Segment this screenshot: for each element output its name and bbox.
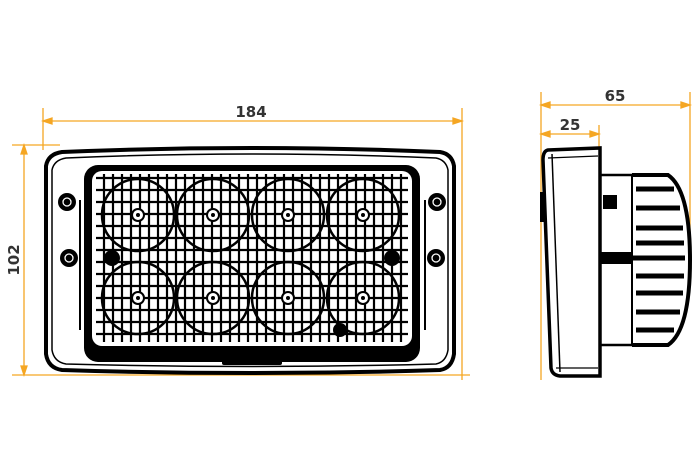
led-8: [325, 260, 401, 336]
dimension-25-label: 25: [560, 116, 581, 134]
led-3: [250, 177, 326, 253]
dimension-65: [538, 92, 693, 380]
screw-icon: [427, 249, 445, 267]
dimension-184-label: 184: [235, 103, 266, 121]
dimension-65-label: 65: [605, 87, 626, 105]
screw-icon: [58, 193, 76, 211]
dimension-102-label: 102: [5, 244, 23, 275]
led-5: [100, 260, 176, 336]
dimension-25: [538, 125, 602, 148]
screw-icon: [428, 193, 446, 211]
dimension-184: [40, 108, 465, 380]
mounting-screws: [58, 193, 446, 267]
led-7: [250, 260, 326, 336]
led-6: [175, 260, 251, 336]
side-view: [540, 146, 693, 378]
led-2: [175, 177, 251, 253]
led-1: [100, 177, 176, 253]
screw-icon: [60, 249, 78, 267]
heatsink-fins: [600, 186, 685, 333]
inner-bolts: [104, 250, 400, 337]
led-reflectors: [100, 177, 401, 336]
led-4: [325, 177, 401, 253]
dimension-102: [12, 142, 470, 378]
